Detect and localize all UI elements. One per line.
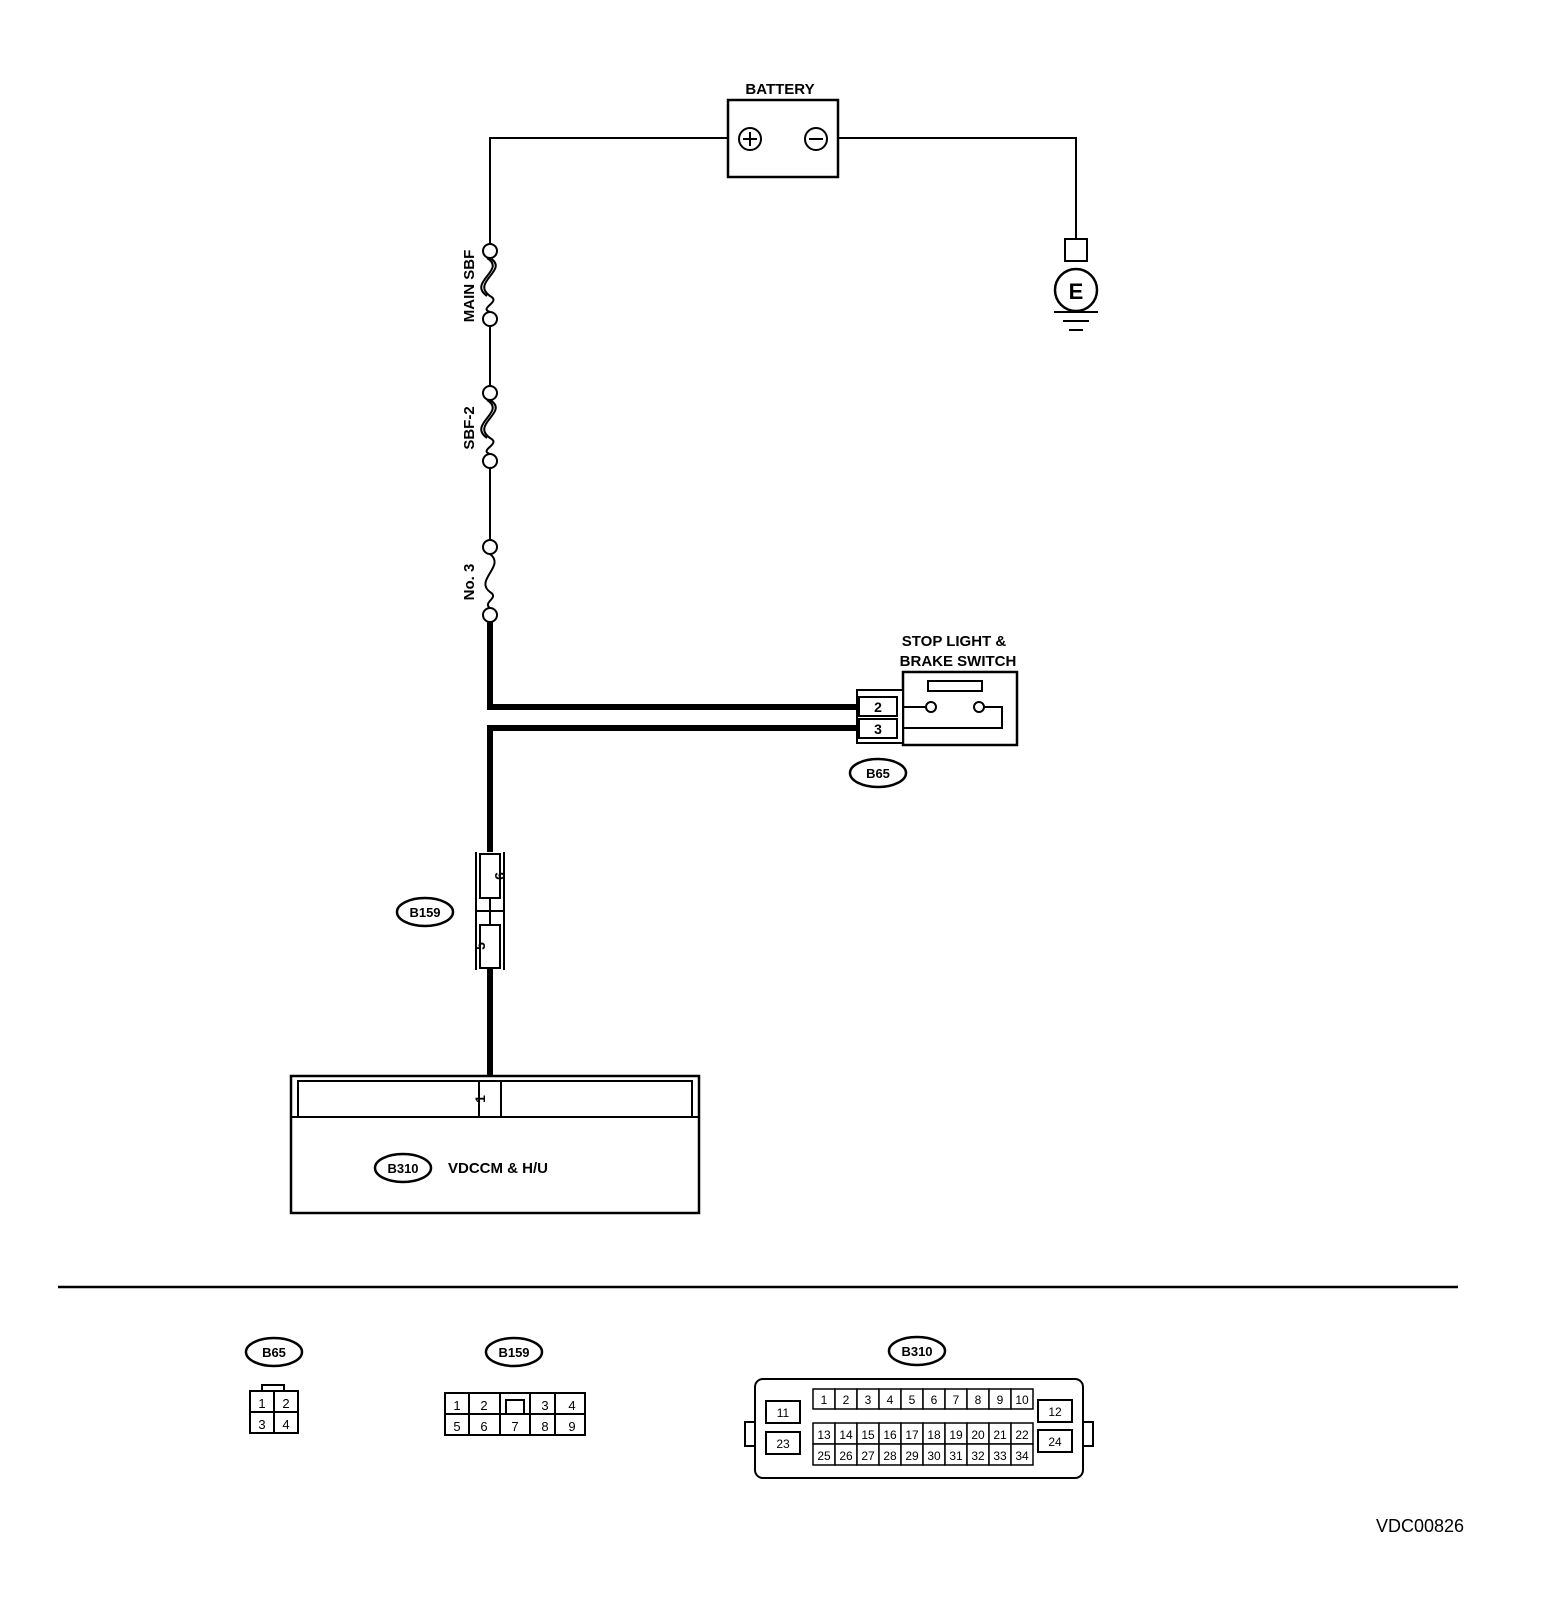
switch-pin-3-label: 3 bbox=[874, 721, 882, 737]
stop-light-brake-switch: STOP LIGHT & BRAKE SWITCH 2 3 B65 bbox=[848, 633, 1019, 789]
connector-view-b65-tag bbox=[244, 1336, 304, 1368]
switch-label-line1: STOP LIGHT & bbox=[902, 633, 1007, 650]
b310-view-pin: 28 bbox=[883, 1449, 897, 1463]
wire-battery-negative bbox=[838, 137, 1077, 239]
b65-view-pin: 3 bbox=[258, 1417, 265, 1432]
b310-view-pin: 32 bbox=[971, 1449, 985, 1463]
b310-view-pin: 4 bbox=[887, 1393, 894, 1407]
b310-view-pin: 24 bbox=[1048, 1435, 1062, 1449]
fuse-sbf-2-label: SBF-2 bbox=[461, 406, 478, 449]
wire-battery-positive bbox=[489, 137, 728, 244]
b65-view-pin: 1 bbox=[258, 1396, 265, 1411]
b310-pin-1-label: 1 bbox=[472, 1095, 488, 1103]
b310-view-pin-cell bbox=[1010, 1443, 1034, 1466]
connector-view-b159-id: B159 bbox=[498, 1345, 529, 1360]
b310-view-pin: 11 bbox=[777, 1406, 790, 1420]
fuse-no-3-label: No. 3 bbox=[461, 564, 478, 601]
b310-view-pin: 25 bbox=[817, 1449, 831, 1463]
b159-pin-9-label: 9 bbox=[492, 872, 508, 880]
switch-pin-3 bbox=[858, 718, 898, 739]
b310-view-pin: 13 bbox=[817, 1428, 831, 1442]
b159-pin-5-label: 5 bbox=[472, 942, 488, 950]
b310-view-pin: 16 bbox=[883, 1428, 897, 1442]
battery-positive-terminal-icon bbox=[738, 127, 762, 151]
b65-view-pin: 4 bbox=[282, 1417, 289, 1432]
b310-view-pin: 22 bbox=[1015, 1428, 1029, 1442]
b159-view-pin: 1 bbox=[453, 1398, 460, 1413]
b65-view-pin: 2 bbox=[282, 1396, 289, 1411]
ground-point: E bbox=[1053, 238, 1099, 331]
b159-view-pin: 5 bbox=[453, 1419, 460, 1434]
switch-contact-icon bbox=[896, 701, 1003, 729]
b310-view-pin: 33 bbox=[993, 1449, 1007, 1463]
fuse-no-3: No. 3 bbox=[461, 539, 498, 623]
b159-view-pin: 9 bbox=[568, 1419, 575, 1434]
fuse-sbf-2: SBF-2 bbox=[461, 385, 498, 469]
fuse-main-sbf: MAIN SBF bbox=[461, 243, 498, 327]
connector-b159-inline: 9 5 B159 bbox=[395, 852, 508, 970]
module-label: VDCCM & H/U bbox=[448, 1160, 548, 1177]
svg-text:B159: B159 bbox=[409, 905, 440, 920]
b310-view-pin: 12 bbox=[1048, 1405, 1062, 1419]
wire-switch-pin3-to-b159 bbox=[487, 725, 857, 852]
b310-view-pin: 20 bbox=[971, 1428, 985, 1442]
b310-view-pin: 3 bbox=[865, 1393, 872, 1407]
b310-view-pin: 7 bbox=[953, 1393, 960, 1407]
b310-pin-1 bbox=[478, 1080, 502, 1118]
b310-view-pin-cell bbox=[1010, 1388, 1034, 1410]
connector-view-b65: B65 1 2 3 4 bbox=[244, 1336, 304, 1434]
b310-view-pin: 31 bbox=[949, 1449, 963, 1463]
connector-tag-b159: B159 bbox=[395, 896, 455, 928]
b310-view-pin: 23 bbox=[776, 1437, 790, 1451]
figure-code: VDC00826 bbox=[1376, 1516, 1464, 1536]
b310-view-pin: 19 bbox=[949, 1428, 963, 1442]
b310-view-pin: 26 bbox=[839, 1449, 853, 1463]
b310-view-pin: 21 bbox=[993, 1428, 1007, 1442]
connector-view-b310-id: B310 bbox=[901, 1344, 932, 1359]
b310-view-pin: 15 bbox=[861, 1428, 875, 1442]
b310-view-pin: 18 bbox=[927, 1428, 941, 1442]
b310-view-pin: 10 bbox=[1015, 1393, 1029, 1407]
b310-view-pin: 5 bbox=[909, 1393, 916, 1407]
wire-fuse-to-switch-pin2 bbox=[487, 622, 857, 710]
switch-pin-2-label: 2 bbox=[874, 699, 882, 715]
vdccm-hu-module: 1 B310 VDCCM & H/U bbox=[289, 1074, 701, 1215]
b310-view-pin: 27 bbox=[861, 1449, 875, 1463]
fuse-main-sbf-label: MAIN SBF bbox=[461, 250, 478, 323]
connector-view-b159-tag bbox=[484, 1336, 544, 1368]
b159-view-pin: 4 bbox=[568, 1398, 575, 1413]
b159-view-pin: 7 bbox=[511, 1419, 518, 1434]
b310-view-pin: 8 bbox=[975, 1393, 982, 1407]
connector-view-b65-id: B65 bbox=[262, 1345, 286, 1360]
b310-view-pin: 6 bbox=[931, 1393, 938, 1407]
b310-view-pin: 34 bbox=[1015, 1449, 1029, 1463]
connector-view-b159: B159 1 2 3 4 5 6 7 8 9 bbox=[444, 1336, 586, 1436]
b310-view-pin: 17 bbox=[905, 1428, 919, 1442]
svg-text:B65: B65 bbox=[866, 766, 890, 781]
connector-view-b310-tag bbox=[887, 1335, 947, 1367]
battery-negative-terminal-icon bbox=[804, 127, 828, 151]
b159-view-pin: 2 bbox=[480, 1398, 487, 1413]
b310-view-pin: 9 bbox=[997, 1393, 1004, 1407]
b310-view-pin: 29 bbox=[905, 1449, 919, 1463]
switch-label-line2: BRAKE SWITCH bbox=[900, 653, 1017, 670]
b159-view-pin: 3 bbox=[541, 1398, 548, 1413]
b310-view-pin: 14 bbox=[839, 1428, 853, 1442]
connector-tag-b65: B65 bbox=[848, 757, 908, 789]
switch-pin-2 bbox=[858, 696, 898, 717]
battery-label: BATTERY bbox=[745, 81, 814, 98]
b310-view-pin: 2 bbox=[843, 1393, 850, 1407]
b159-view-pin: 6 bbox=[480, 1419, 487, 1434]
battery: BATTERY bbox=[726, 81, 840, 179]
b159-view-pin: 8 bbox=[541, 1419, 548, 1434]
ground-label: E bbox=[1069, 279, 1084, 304]
b310-view-pin: 30 bbox=[927, 1449, 941, 1463]
svg-text:B310: B310 bbox=[387, 1161, 418, 1176]
connector-tag-b310: B310 bbox=[373, 1152, 433, 1184]
b310-view-pin: 1 bbox=[821, 1393, 828, 1407]
